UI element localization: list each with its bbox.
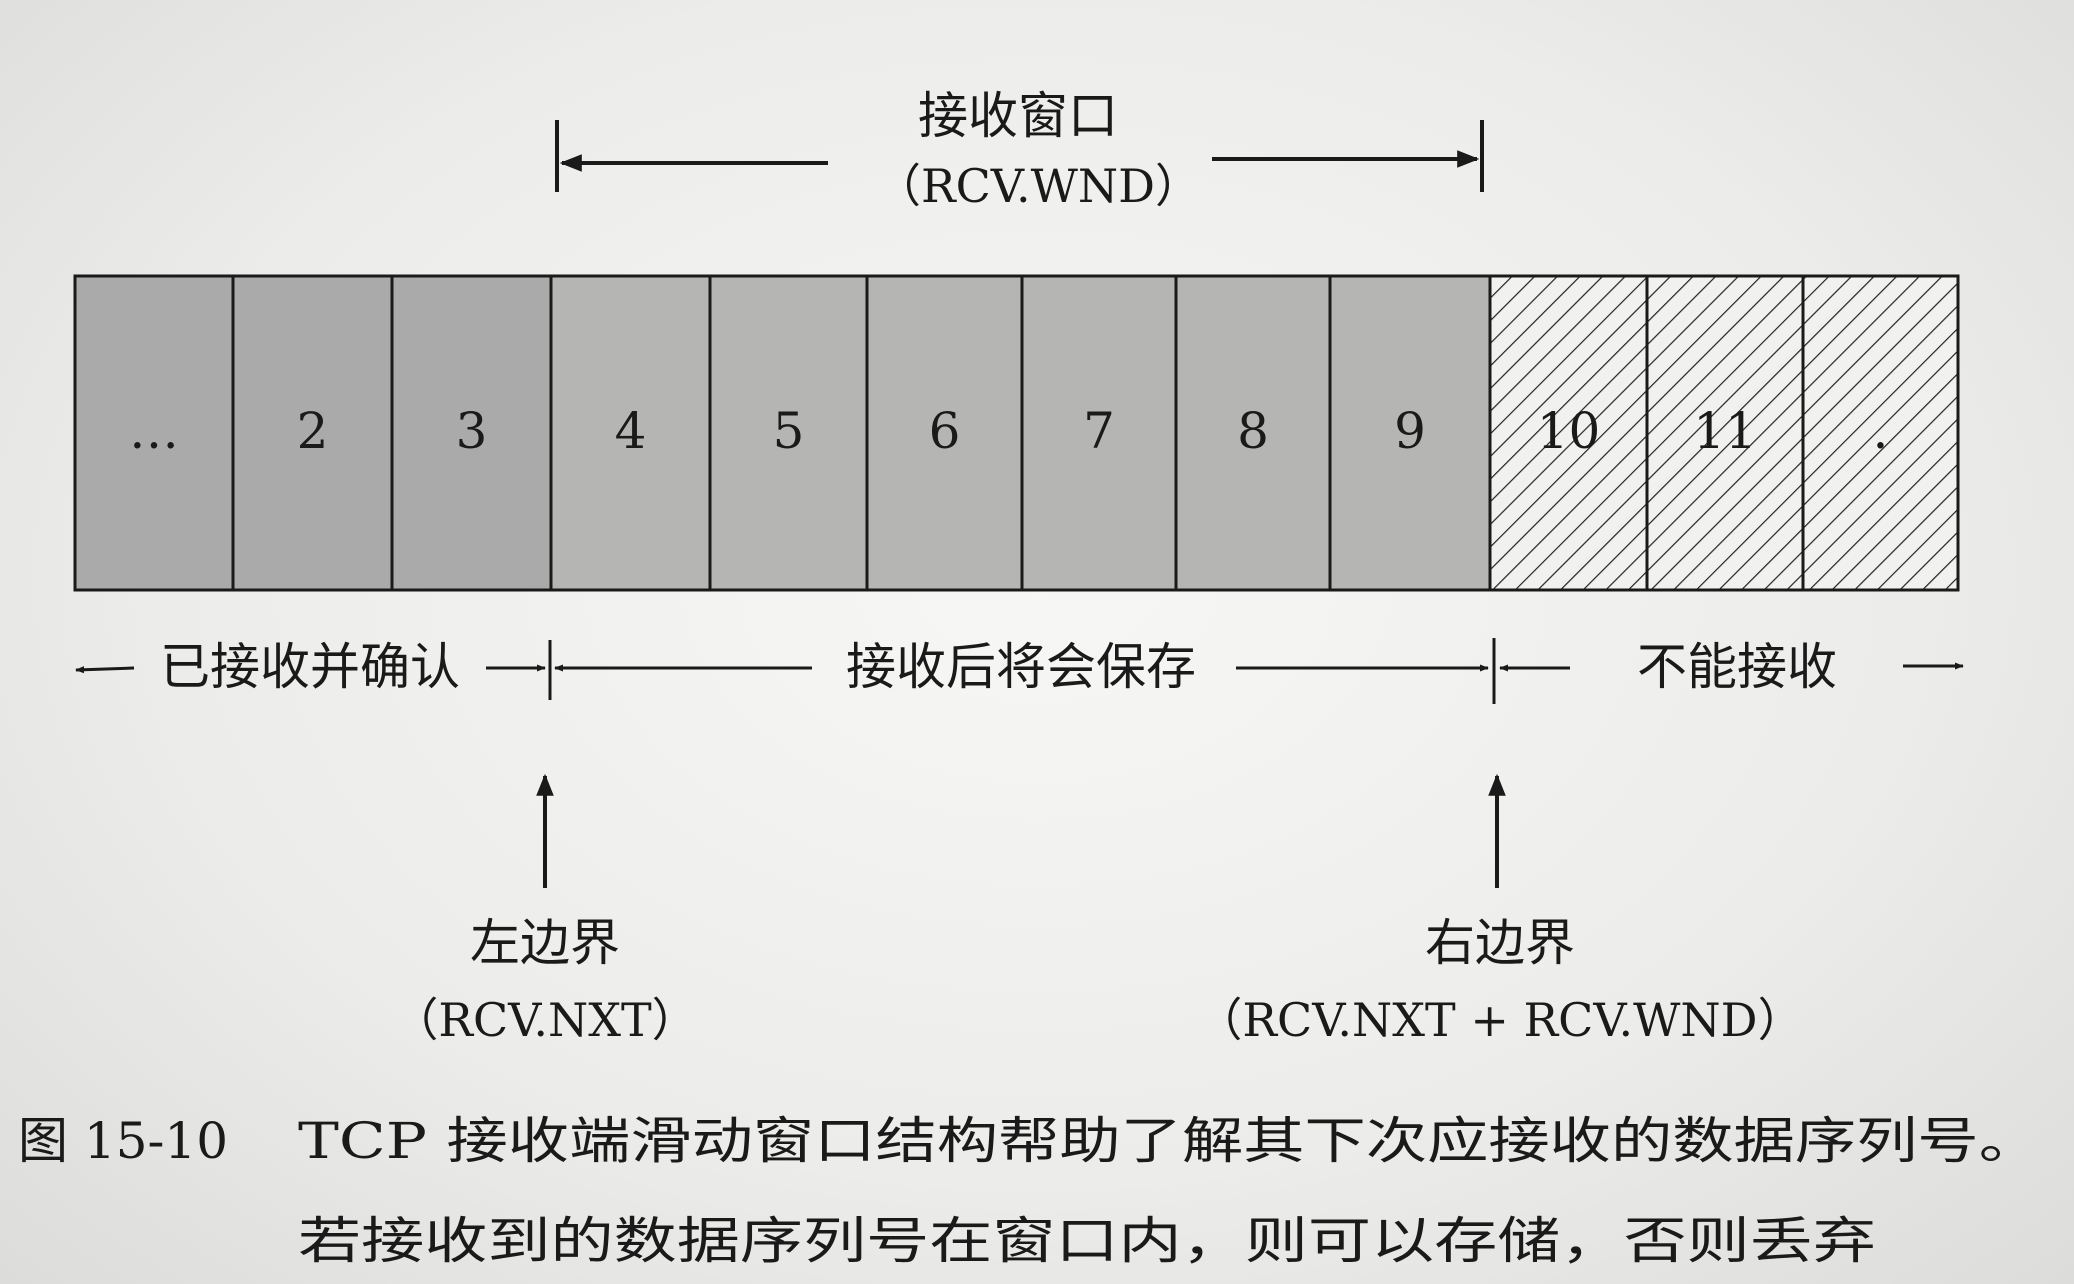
sequence-number: 11 xyxy=(1693,402,1757,460)
left-edge-subtitle: （RCV.NXT） xyxy=(392,993,697,1047)
right-edge-title: 右边界 xyxy=(1425,914,1575,972)
sequence-number: . xyxy=(1873,402,1889,460)
figure-caption: 图 15-10 TCP 接收端滑动窗口结构帮助了解其下次应接收的数据序列号。 若… xyxy=(18,1112,2040,1270)
caption-line-2: 若接收到的数据序列号在窗口内，则可以存储，否则丢弃 xyxy=(298,1212,1876,1270)
sequence-cell-outside xyxy=(1801,274,1960,592)
sequence-cell-acked xyxy=(231,274,394,592)
receive-window-header: 接收窗口 （RCV.WND） xyxy=(555,87,1484,213)
region-outside-label: 不能接收 xyxy=(1637,638,1837,696)
sequence-cell-outside xyxy=(1488,274,1649,592)
region-acked-label: 已接收并确认 xyxy=(160,638,460,696)
left-edge-title: 左边界 xyxy=(470,914,620,972)
caption-line-1: TCP 接收端滑动窗口结构帮助了解其下次应接收的数据序列号。 xyxy=(298,1112,2040,1170)
sequence-cell-outside xyxy=(1645,274,1805,592)
window-subtitle: （RCV.WND） xyxy=(875,159,1201,213)
caption-number: 图 15-10 xyxy=(18,1112,228,1170)
sequence-number: 10 xyxy=(1537,402,1601,460)
sequence-cell-acked xyxy=(73,274,235,592)
sequence-cells: … 2 3 4 5 6 7 8 9 10 11. xyxy=(73,274,1960,592)
sequence-number: … xyxy=(129,402,179,460)
sequence-cell-window xyxy=(865,274,1024,592)
right-edge-subtitle: （RCV.NXT + RCV.WND） xyxy=(1196,993,1803,1047)
sequence-number: 2 xyxy=(297,402,329,460)
sequence-number: 7 xyxy=(1083,402,1115,460)
sequence-number: 8 xyxy=(1237,402,1269,460)
sequence-cell-window xyxy=(708,274,869,592)
region-window-label: 接收后将会保存 xyxy=(846,638,1196,696)
acked-left-arrow xyxy=(75,666,135,674)
sequence-cell-window xyxy=(549,274,712,592)
window-title: 接收窗口 xyxy=(918,87,1118,145)
sequence-number: 9 xyxy=(1394,402,1426,460)
sequence-number: 6 xyxy=(929,402,961,460)
left-edge-pointer: 左边界 （RCV.NXT） xyxy=(392,773,698,1047)
sequence-number: 5 xyxy=(773,402,805,460)
sequence-number: 3 xyxy=(456,402,488,460)
sequence-cell-window xyxy=(1328,274,1492,592)
region-labels: 已接收并确认 接收后将会保存 不能接收 xyxy=(75,638,1964,704)
sequence-cell-acked xyxy=(390,274,553,592)
right-edge-pointer: 右边界 （RCV.NXT + RCV.WND） xyxy=(1196,773,1804,1047)
sequence-number: 4 xyxy=(615,402,647,460)
